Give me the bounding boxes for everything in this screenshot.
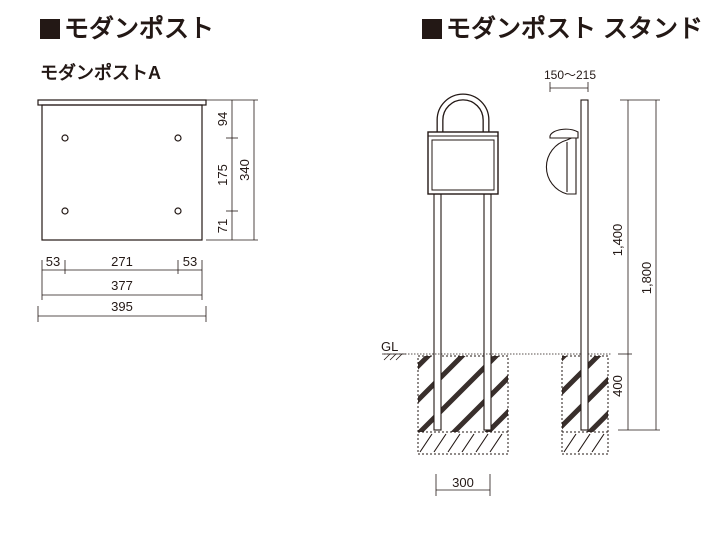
square-bullet-icon	[40, 19, 60, 39]
dim-53-right: 53	[183, 254, 197, 269]
dim-1800: 1,800	[639, 262, 654, 295]
stand-front-footing	[417, 355, 509, 455]
stand-post-left	[433, 193, 442, 431]
modern-post-a-subtitle: モダンポストA	[40, 63, 161, 83]
ground-label: GL	[381, 339, 398, 354]
modern-post-stand-title: モダンポスト スタンド	[422, 14, 703, 44]
dim-300: 300	[452, 475, 474, 490]
post-a-top-lid	[37, 99, 207, 106]
modern-post-title-text: モダンポスト	[64, 15, 215, 43]
dim-400: 400	[610, 375, 625, 397]
stand-mailbox-side	[545, 128, 579, 195]
mounting-hole	[174, 134, 182, 142]
dim-71: 71	[215, 219, 230, 233]
mounting-hole	[61, 134, 69, 142]
ground-hatch-icon	[382, 353, 406, 361]
dim-1400: 1,400	[610, 224, 625, 257]
stand-side-post	[580, 99, 589, 431]
dim-395: 395	[111, 299, 133, 314]
post-a-body	[41, 104, 203, 241]
dim-271: 271	[111, 254, 133, 269]
stand-mailbox-front	[427, 131, 499, 195]
dim-340: 340	[237, 159, 252, 181]
dim-377: 377	[111, 278, 133, 293]
square-bullet-icon	[422, 19, 442, 39]
dim-175: 175	[215, 164, 230, 186]
modern-post-title: モダンポスト	[40, 14, 214, 44]
mounting-hole	[174, 207, 182, 215]
mounting-hole	[61, 207, 69, 215]
stand-post-right	[483, 193, 492, 431]
footing-width-dimension	[435, 474, 491, 496]
dim-53-left: 53	[46, 254, 60, 269]
depth-range-dimension	[549, 82, 589, 92]
post-a-front-view	[37, 99, 207, 241]
modern-post-stand-title-text: モダンポスト スタンド	[446, 15, 703, 43]
stand-height-dimensions	[618, 99, 660, 431]
dim-150-215: 150〜215	[544, 68, 596, 82]
dim-94: 94	[215, 112, 230, 126]
post-a-side-dimensions	[206, 99, 258, 241]
post-a-width-dimensions	[37, 260, 207, 322]
